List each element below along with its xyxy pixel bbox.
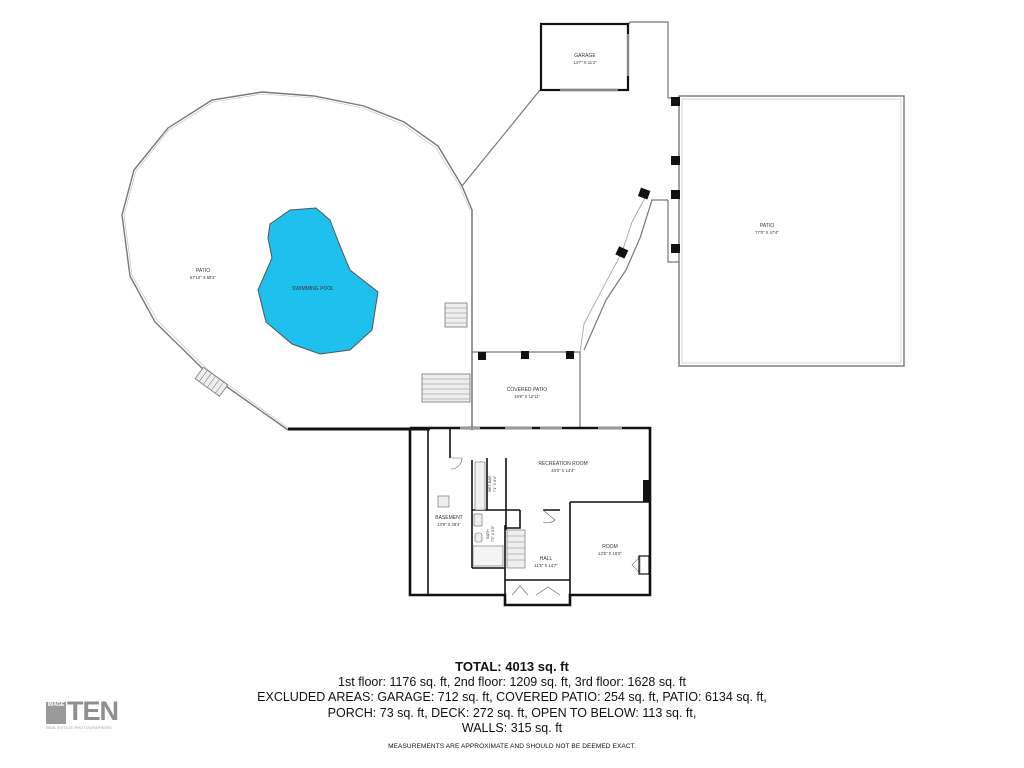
stairs-pool-side: [444, 302, 468, 328]
covered-patio-outline: [471, 351, 581, 428]
closet: [638, 555, 650, 575]
right-patio-outline: [678, 95, 905, 367]
recreation-room-label: RECREATION ROOM: [538, 461, 587, 467]
excluded-areas-line3: WALLS: 315 sq. ft: [461, 721, 563, 736]
garage-dims: 14'7" X 11'2": [573, 60, 597, 65]
column: [521, 351, 529, 359]
covered-patio-dims: 19'8" X 12'11": [514, 394, 540, 399]
logo-image-mark: IMAGE: [46, 702, 66, 724]
hall-label: HALL: [540, 556, 553, 562]
stairs-covered-patio: [421, 373, 471, 403]
hall-dims: 11'5" X 14'7": [534, 563, 558, 568]
patio-left-dims: 57'10" X 58'2": [190, 275, 217, 280]
patio-left-label: PATIO: [196, 268, 210, 274]
swimming-pool: [257, 207, 379, 355]
left-patio-outline: [121, 91, 473, 431]
floor-areas: 1st floor: 1176 sq. ft, 2nd floor: 1209 …: [338, 674, 686, 689]
left-patio-outline-inner: [123, 93, 471, 429]
basement-interior-walls: [427, 429, 650, 595]
recreation-room-dims: 34'0" X 14'4": [551, 468, 575, 473]
fixture-box: [437, 495, 450, 508]
logo-stack-text: IMAGE: [47, 702, 65, 708]
excluded-areas-line2: PORCH: 73 sq. ft, DECK: 272 sq. ft, OPEN…: [327, 705, 697, 720]
wet-bar-label: WET BAR: [488, 475, 492, 492]
column: [566, 351, 574, 359]
door-swing: [631, 556, 641, 574]
pool-label: SWIMMING POOL: [292, 286, 334, 292]
column: [671, 190, 680, 199]
patio-right-label: PATIO: [760, 223, 774, 229]
room-label: ROOM: [602, 544, 618, 550]
wet-bar-counter: [474, 461, 486, 511]
room-dims: 13'5" X 16'0": [598, 551, 622, 556]
interior-stairs: [506, 529, 526, 569]
column: [671, 156, 680, 165]
curved-step-edge: [579, 195, 647, 353]
basement-label: BASEMENT: [435, 515, 463, 521]
floor-plan: GARAGE 14'7" X 11'2" PATIO 57'10" X 58'2…: [121, 21, 905, 607]
basement-dims: 13'9" X 29'4": [437, 522, 461, 527]
area-summary: TOTAL: 4013 sq. ft 1st floor: 1176 sq. f…: [212, 659, 812, 737]
bath-dims: 7'2" X 5'0": [491, 525, 495, 542]
column: [637, 187, 651, 200]
patio-right-dims: 77'0" X 47'4": [755, 230, 779, 235]
wall-cabinet: [643, 480, 650, 502]
measurement-disclaimer: MEASUREMENTS ARE APPROXIMATE AND SHOULD …: [388, 743, 636, 750]
covered-patio-label: COVERED PATIO: [507, 387, 547, 393]
column: [671, 97, 680, 106]
column: [671, 244, 680, 253]
column: [615, 246, 629, 259]
bath-label: BATH: [486, 529, 490, 539]
door-swing: [450, 457, 463, 470]
door-swing: [535, 586, 561, 596]
excluded-areas-line1: EXCLUDED AREAS: GARAGE: 712 sq. ft, COVE…: [257, 690, 767, 705]
total-area: TOTAL: 4013 sq. ft: [455, 659, 569, 674]
brand-logo: IMAGE TEN REAL ESTATE PHOTOGRAPHERS: [46, 696, 119, 734]
logo-brand-text: TEN: [67, 696, 119, 726]
right-patio-outline-inner: [681, 98, 902, 364]
door-swing: [542, 509, 556, 524]
logo-tagline: REAL ESTATE PHOTOGRAPHERS: [46, 726, 112, 730]
column: [478, 352, 486, 360]
bath-tub: [472, 545, 504, 567]
basement-exterior-walls: [288, 426, 652, 607]
stairs-left: [194, 366, 229, 397]
wet-bar-dims: 7'1" X 8'4": [493, 475, 497, 492]
bath-vanity: [473, 513, 483, 527]
door-swing: [511, 585, 529, 596]
toilet: [474, 532, 483, 543]
garage-label: GARAGE: [574, 53, 596, 59]
